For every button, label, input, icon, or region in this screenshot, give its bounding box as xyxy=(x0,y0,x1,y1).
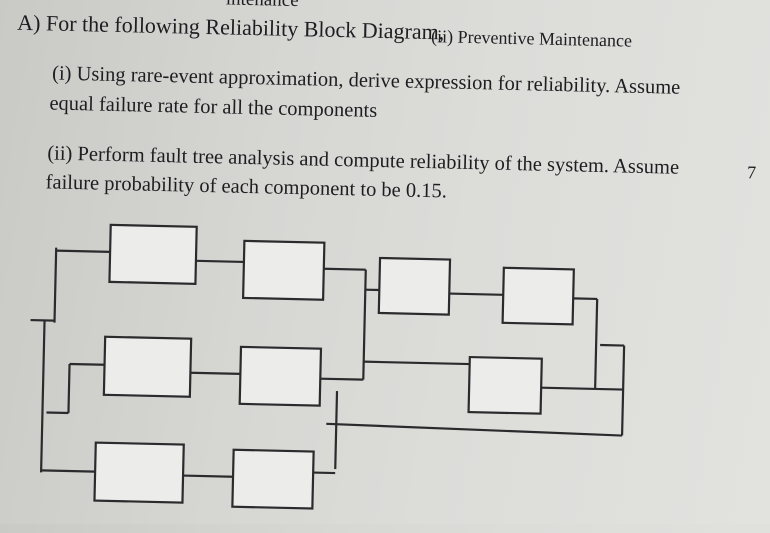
wire xyxy=(183,476,233,477)
bottom-left-bus xyxy=(41,320,44,472)
wire xyxy=(41,470,95,471)
block-6 xyxy=(503,268,574,325)
output-line xyxy=(600,345,624,346)
block-9 xyxy=(232,450,313,509)
block-2 xyxy=(243,241,324,300)
wire xyxy=(364,362,470,364)
wire xyxy=(449,294,503,295)
block-1 xyxy=(109,225,196,284)
block-3 xyxy=(104,337,191,397)
wire xyxy=(68,364,69,413)
wire xyxy=(70,364,105,365)
wire xyxy=(573,298,597,299)
input-bus xyxy=(54,248,56,323)
wire xyxy=(196,261,244,262)
wire xyxy=(324,269,366,270)
block-8 xyxy=(94,443,183,503)
right-bus xyxy=(595,299,597,389)
wire xyxy=(335,391,337,469)
block-5 xyxy=(379,258,450,315)
wire xyxy=(56,251,110,252)
output-drop xyxy=(622,346,624,436)
block-7 xyxy=(469,357,542,414)
block-4 xyxy=(240,347,321,406)
mid-bus xyxy=(363,270,365,380)
wire xyxy=(320,379,363,380)
wire xyxy=(190,373,240,374)
input-line xyxy=(31,320,55,321)
wire xyxy=(326,424,622,436)
wire xyxy=(541,388,623,390)
